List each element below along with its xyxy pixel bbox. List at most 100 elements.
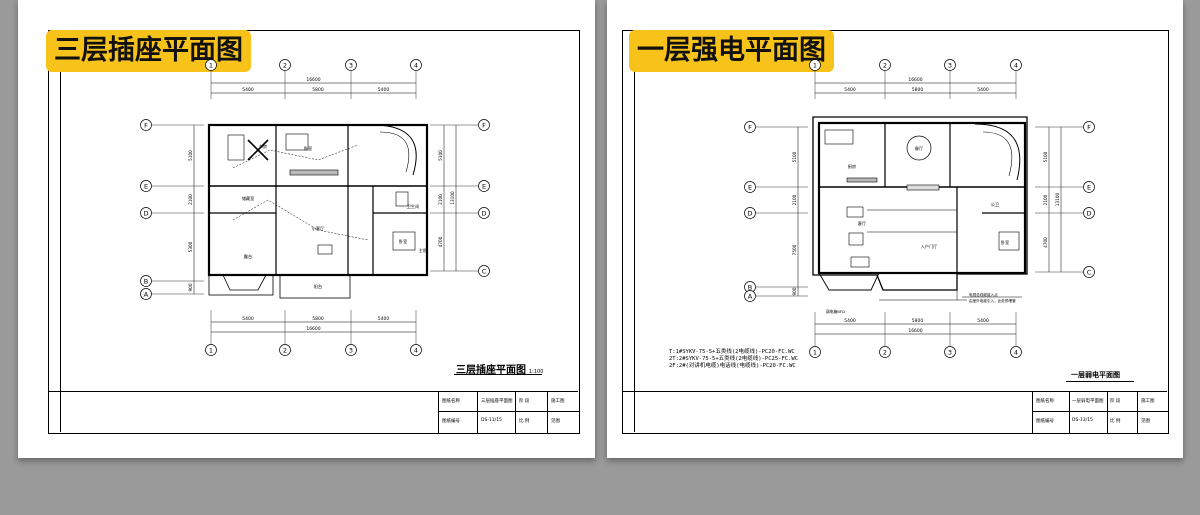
room-label: 小客厅 bbox=[312, 225, 325, 232]
grid-axis-top-4-label: 4 bbox=[414, 61, 418, 69]
drawing-caption: 一层弱电平面图 bbox=[1071, 371, 1120, 379]
tb-stage-value: 施工图 bbox=[1141, 399, 1155, 404]
dim-text-span: 5800 bbox=[312, 87, 324, 93]
dim-text-left: 2100 bbox=[188, 194, 193, 205]
grid-axis-left-F bbox=[744, 121, 756, 133]
grid-axis-left-D-label: D bbox=[747, 209, 752, 217]
sheet-title-badge: 一层强电平面图 bbox=[629, 30, 834, 72]
dim-text-left: 2100 bbox=[792, 194, 797, 205]
dim-text-span: 5400 bbox=[242, 316, 254, 322]
bed bbox=[285, 133, 309, 151]
grid-axis-bottom-1 bbox=[205, 344, 217, 356]
dim-text-left: 7500 bbox=[792, 244, 797, 255]
tb-name-label: 图纸名称 bbox=[442, 399, 460, 404]
tb-ratio-value: 见图 bbox=[1141, 419, 1150, 424]
room-label: 卧室 bbox=[399, 238, 407, 245]
tb-stage-value: 施工图 bbox=[551, 399, 565, 404]
caption-underline bbox=[1066, 381, 1134, 382]
room-label: 阳台 bbox=[314, 283, 322, 290]
spiral-stair bbox=[372, 124, 417, 176]
grid-axis-top-3 bbox=[345, 59, 357, 71]
dim-text-right: 4700 bbox=[1043, 237, 1048, 248]
dim-text-span: 5400 bbox=[977, 318, 989, 324]
grid-axis-bottom-3-label: 3 bbox=[349, 346, 353, 354]
tb-code-label: 图纸编号 bbox=[442, 419, 460, 424]
dim-text-right: 2100 bbox=[1043, 194, 1048, 205]
callout-text: 电视总线缆接入点 bbox=[969, 292, 998, 297]
grid-axis-top-1-label: 1 bbox=[813, 61, 817, 69]
grid-axis-left-A bbox=[744, 290, 756, 302]
grid-axis-top-3-label: 3 bbox=[948, 61, 952, 69]
grid-axis-left-B bbox=[140, 275, 152, 287]
grid-axis-left-A-label: A bbox=[144, 290, 149, 298]
grid-axis-bottom-2 bbox=[279, 344, 291, 356]
grid-axis-right-D bbox=[1083, 207, 1095, 219]
tb-ratio-label: 比 例 bbox=[1110, 419, 1121, 424]
grid-axis-bottom-3-label: 3 bbox=[948, 348, 952, 356]
dim-text-left: 5300 bbox=[188, 241, 193, 252]
dining-table bbox=[906, 135, 932, 161]
room-label: 餐厅 bbox=[915, 145, 923, 152]
dim-text-left: 900 bbox=[792, 287, 797, 295]
grid-axis-left-B-label: B bbox=[144, 277, 148, 285]
grid-axis-left-B-label: B bbox=[748, 283, 752, 291]
wardrobe bbox=[289, 169, 339, 176]
dim-text-right-total: 13100 bbox=[450, 191, 455, 205]
grid-axis-top-1-label: 1 bbox=[209, 61, 213, 69]
kitchen-counter bbox=[824, 129, 854, 145]
exterior-wall bbox=[817, 121, 1027, 275]
dim-text-total: 16600 bbox=[908, 328, 922, 334]
grid-axis-top-2 bbox=[879, 59, 891, 71]
terrace bbox=[279, 274, 351, 299]
dim-text-span: 5400 bbox=[378, 87, 390, 93]
grid-axis-bottom-4 bbox=[1010, 346, 1022, 358]
balcony bbox=[208, 274, 274, 296]
grid-axis-right-E bbox=[478, 180, 490, 192]
tb-name-value: 一层弱电平面图 bbox=[1072, 399, 1104, 404]
grid-axis-right-F-label: F bbox=[1087, 123, 1091, 131]
sofa bbox=[846, 206, 864, 218]
grid-axis-bottom-4-label: 4 bbox=[1014, 348, 1018, 356]
callout-text: 由室外电缆引入，此处预埋管 bbox=[969, 298, 1016, 303]
grid-axis-top-1 bbox=[809, 59, 821, 71]
grid-axis-bottom-2 bbox=[879, 346, 891, 358]
legend-line-2: 2T:2#SYKV-75-5+五类线(2电缆线)-PC25-FC.WC bbox=[669, 356, 799, 362]
dim-text-span: 5800 bbox=[312, 316, 324, 322]
grid-axis-bottom-3 bbox=[944, 346, 956, 358]
callout-text: 弱电箱BFD bbox=[826, 309, 845, 314]
grid-axis-left-D bbox=[744, 207, 756, 219]
grid-axis-top-2-label: 2 bbox=[283, 61, 287, 69]
dim-text-left: 900 bbox=[188, 283, 193, 291]
dim-text-right: 5100 bbox=[1043, 151, 1048, 162]
table bbox=[317, 244, 333, 255]
grid-axis-left-A bbox=[140, 288, 152, 300]
drawing-caption-text: 三层插座平面图 bbox=[456, 365, 526, 376]
chair-cross bbox=[247, 139, 269, 161]
grid-axis-left-D bbox=[140, 207, 152, 219]
bay-window bbox=[222, 274, 267, 291]
room-label: 厨房 bbox=[848, 163, 856, 170]
grid-axis-bottom-3 bbox=[345, 344, 357, 356]
room-label: 卧室 bbox=[304, 145, 312, 152]
grid-axis-bottom-4-label: 4 bbox=[414, 346, 418, 354]
dim-text-span: 5400 bbox=[844, 87, 856, 93]
sidebar-rule bbox=[634, 30, 635, 432]
wc bbox=[395, 191, 409, 207]
grid-axis-top-2-label: 2 bbox=[883, 61, 887, 69]
grid-axis-right-F bbox=[1083, 121, 1095, 133]
grid-axis-right-C-label: C bbox=[1087, 268, 1092, 276]
grid-axis-right-F bbox=[478, 119, 490, 131]
dim-text-span: 5800 bbox=[912, 318, 924, 324]
tb-ratio-value: 见图 bbox=[551, 419, 560, 424]
grid-axis-top-3-label: 3 bbox=[349, 61, 353, 69]
grid-axis-right-D-label: D bbox=[1086, 209, 1091, 217]
title-block: 图纸名称 三层插座平面图 阶 段 施工图 图纸编号 DS-11/15 比 例 见… bbox=[48, 391, 579, 433]
grid-axis-left-F bbox=[140, 119, 152, 131]
grid-axis-right-E-label: E bbox=[1087, 183, 1091, 191]
grid-axis-right-C bbox=[478, 265, 490, 277]
bed bbox=[998, 231, 1020, 251]
dim-text-span: 5400 bbox=[378, 316, 390, 322]
bay-window bbox=[818, 272, 880, 291]
